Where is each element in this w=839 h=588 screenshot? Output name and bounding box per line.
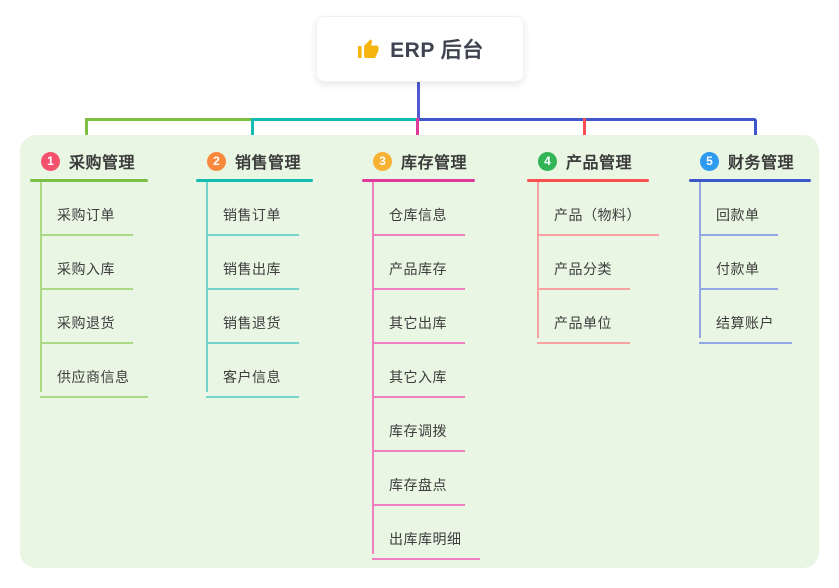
child-node[interactable]: 库存盘点 [372,475,465,506]
branch-title-underline [196,179,313,182]
branch-title-label: 产品管理 [566,155,633,172]
branch-children: 产品（物料） 产品分类 产品单位 [527,182,659,344]
branch-number-badge: 5 [700,151,719,171]
child-node[interactable]: 库存调拨 [372,421,465,452]
branch-sales: 2 销售管理 销售订单 销售出库 销售退货 客户信息 [196,148,313,398]
child-node[interactable]: 其它入库 [372,367,465,398]
child-node[interactable]: 采购退货 [40,313,133,344]
branch-children: 回款单 付款单 结算账户 [689,182,811,344]
root-node[interactable]: ERP 后台 [316,16,524,82]
child-node[interactable]: 销售退货 [206,313,299,344]
branch-purchase-title[interactable]: 1 采购管理 [30,148,148,174]
branch-title-label: 采购管理 [69,155,136,172]
child-node[interactable]: 销售订单 [206,205,299,236]
trunk-segment-teal [253,118,418,121]
branch-title-underline [30,179,148,182]
branch-inventory-title[interactable]: 3 库存管理 [362,148,480,174]
branch-connector-finance [754,118,757,143]
branch-product: 4 产品管理 产品（物料） 产品分类 产品单位 [527,148,659,344]
branch-number-badge: 3 [373,151,392,171]
trunk-segment-green [85,118,253,121]
branch-spine-line [372,182,374,554]
branch-number-badge: 1 [41,151,60,171]
branch-spine-line [699,182,701,338]
child-node[interactable]: 产品库存 [372,259,465,290]
branch-children: 采购订单 采购入库 采购退货 供应商信息 [30,182,148,398]
trunk-segment-blue [418,118,757,121]
branch-spine-line [206,182,208,392]
root-node-label: ERP 后台 [390,39,484,62]
child-node[interactable]: 结算账户 [699,313,792,344]
branch-spine-line [537,182,539,338]
child-node[interactable]: 仓库信息 [372,205,465,236]
branch-title-underline [689,179,811,182]
child-node[interactable]: 客户信息 [206,367,299,398]
child-node[interactable]: 回款单 [699,205,778,236]
child-node[interactable]: 采购入库 [40,259,133,290]
child-node[interactable]: 产品单位 [537,313,630,344]
branch-children: 销售订单 销售出库 销售退货 客户信息 [196,182,313,398]
child-node[interactable]: 产品（物料） [537,205,659,236]
branch-connector-product [583,118,586,143]
branch-title-label: 销售管理 [235,155,302,172]
root-connector-line [417,80,420,121]
branch-number-badge: 4 [538,151,557,171]
branch-purchase: 1 采购管理 采购订单 采购入库 采购退货 供应商信息 [30,148,148,398]
branch-title-underline [362,179,475,182]
branch-title-underline [527,179,649,182]
branch-sales-title[interactable]: 2 销售管理 [196,148,313,174]
branch-connector-sales [251,118,254,143]
branch-connector-purchase [85,118,88,143]
child-node[interactable]: 付款单 [699,259,778,290]
branch-finance: 5 财务管理 回款单 付款单 结算账户 [689,148,811,344]
child-node[interactable]: 采购订单 [40,205,133,236]
child-node[interactable]: 供应商信息 [40,367,148,398]
child-node[interactable]: 其它出库 [372,313,465,344]
child-node[interactable]: 销售出库 [206,259,299,290]
branch-inventory: 3 库存管理 仓库信息 产品库存 其它出库 其它入库 库存调拨 库存盘点 出库库… [362,148,480,560]
branch-number-badge: 2 [207,151,226,171]
branches-group-panel [20,135,819,568]
branch-title-label: 财务管理 [728,155,795,172]
child-node[interactable]: 产品分类 [537,259,630,290]
branch-product-title[interactable]: 4 产品管理 [527,148,659,174]
child-node[interactable]: 出库库明细 [372,529,480,560]
branch-children: 仓库信息 产品库存 其它出库 其它入库 库存调拨 库存盘点 出库库明细 [362,182,480,560]
branch-title-label: 库存管理 [401,155,468,172]
branch-finance-title[interactable]: 5 财务管理 [689,148,811,174]
branch-connector-inventory [416,118,419,143]
branch-spine-line [40,182,42,392]
thumbs-up-icon [358,39,379,58]
